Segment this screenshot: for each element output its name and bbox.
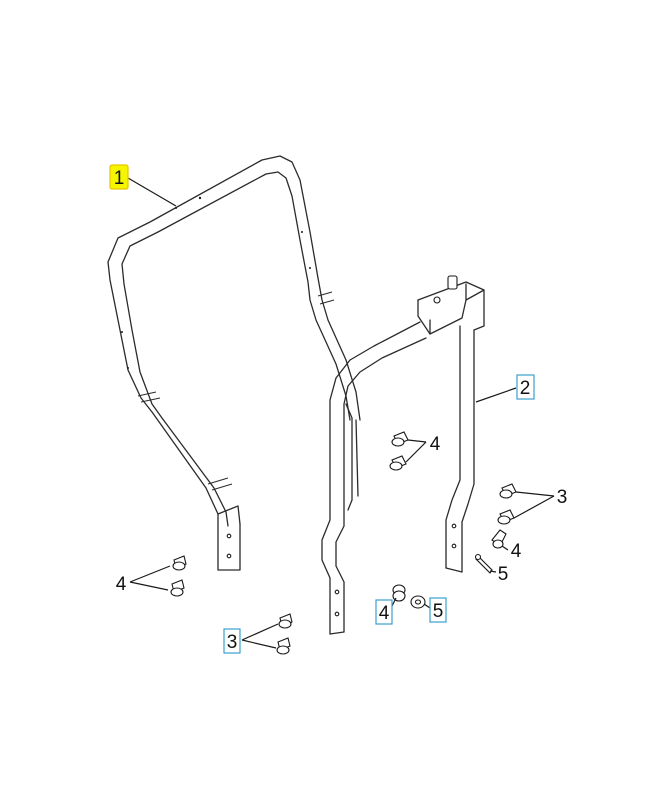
part-2-rear-frame[interactable]: [321, 275, 485, 635]
svg-text:1: 1: [114, 168, 125, 189]
svg-text:3: 3: [227, 632, 238, 653]
svg-text:3: 3: [557, 487, 568, 508]
callout-4-bottom[interactable]: 4: [375, 599, 393, 625]
callout-3-right[interactable]: 3: [557, 487, 568, 508]
svg-text:4: 4: [430, 434, 441, 455]
bolt-right-4[interactable]: [491, 529, 507, 549]
callout-2[interactable]: 2: [516, 374, 535, 400]
svg-text:5: 5: [433, 601, 444, 622]
washer-bottom-5[interactable]: [410, 595, 426, 609]
callout-3-left[interactable]: 3: [223, 628, 241, 654]
svg-text:5: 5: [498, 564, 509, 585]
svg-text:2: 2: [520, 378, 531, 399]
part-1-handle-frame[interactable]: [107, 155, 361, 571]
callout-4-center[interactable]: 4: [430, 434, 441, 455]
callout-5-bottom[interactable]: 5: [429, 597, 447, 623]
bolt-group-center-4[interactable]: [389, 431, 409, 471]
callout-1[interactable]: 1: [109, 164, 129, 190]
callout-4-right[interactable]: 4: [511, 541, 522, 562]
callout-5-right[interactable]: 5: [498, 564, 509, 585]
svg-text:4: 4: [379, 603, 390, 624]
bolt-group-left-3[interactable]: [276, 613, 293, 655]
pin-right-5[interactable]: [474, 553, 493, 574]
svg-text:4: 4: [511, 541, 522, 562]
callout-4-left[interactable]: 4: [116, 574, 127, 595]
nut-bottom-4[interactable]: [392, 584, 406, 602]
bolt-group-left-4[interactable]: [170, 555, 187, 597]
leader-lines: [127, 177, 555, 649]
svg-text:4: 4: [116, 574, 127, 595]
bolt-group-right-3[interactable]: [497, 483, 517, 525]
